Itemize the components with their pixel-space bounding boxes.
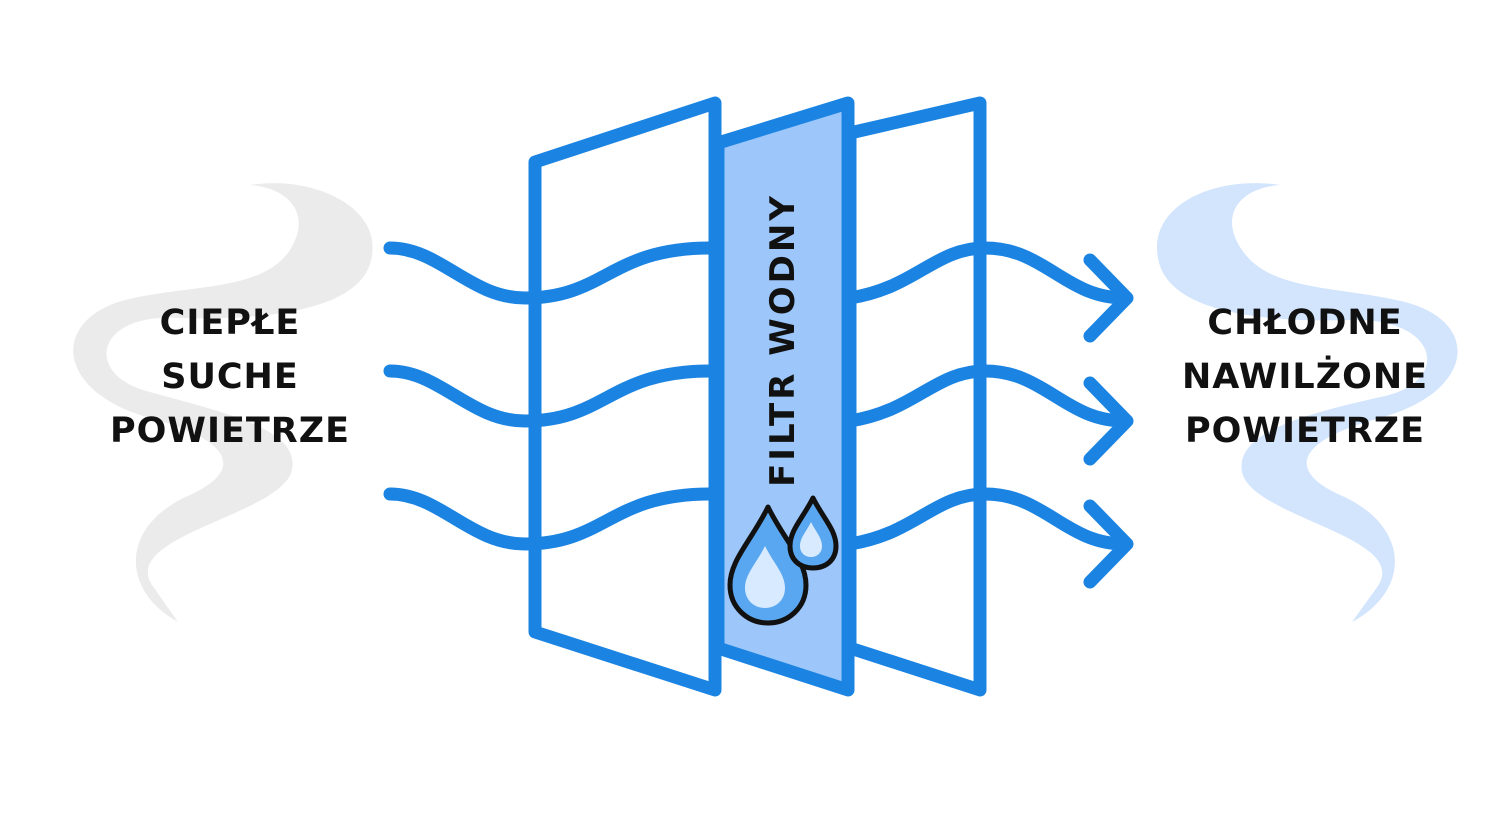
- input-air-label-line: CIEPŁE: [159, 303, 301, 343]
- cool-air-smoke-icon: [1157, 183, 1458, 622]
- water-drop-small-icon: [787, 495, 839, 571]
- input-air-label-line: POWIETRZE: [109, 411, 351, 451]
- input-air-label: CIEPŁE SUCHE POWIETRZE: [80, 296, 380, 458]
- warm-air-smoke-icon: [73, 183, 373, 622]
- output-air-label-line: NAWILŻONE: [1181, 357, 1429, 397]
- output-air-label-line: POWIETRZE: [1184, 411, 1426, 451]
- output-air-label-line: CHŁODNE: [1207, 303, 1403, 343]
- filter-label: FILTR WODNY: [763, 193, 803, 487]
- airflow-arrowhead-icon: [1083, 499, 1134, 589]
- outer-frame-left: [528, 96, 722, 697]
- airflow-arrowhead-icon: [1083, 253, 1134, 343]
- input-air-label-line: SUCHE: [161, 357, 299, 397]
- output-air-label: CHŁODNE NAWILŻONE POWIETRZE: [1150, 296, 1460, 458]
- airflow-arrowhead-icon: [1083, 376, 1134, 466]
- airflow-arrowheads: [1083, 253, 1134, 589]
